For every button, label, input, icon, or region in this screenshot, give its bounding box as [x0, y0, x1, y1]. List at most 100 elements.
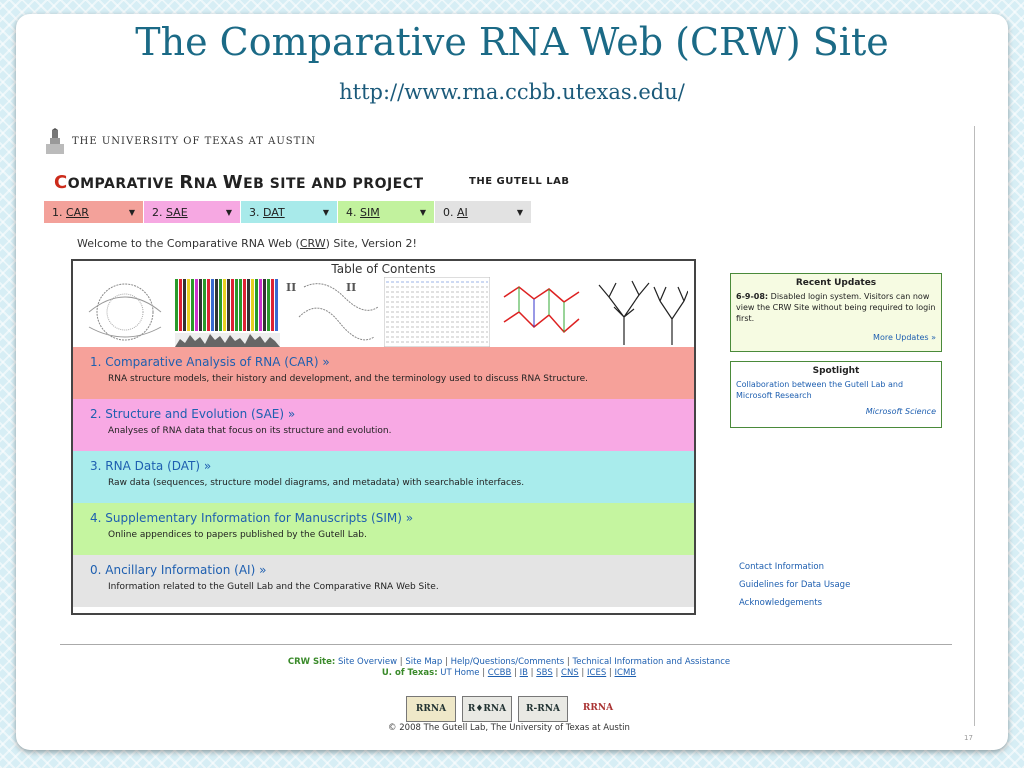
ccbb-link[interactable]: CCBB	[487, 668, 512, 678]
alignment-column	[227, 279, 230, 331]
website-screenshot: THE UNIVERSITY OF TEXAS AT AUSTIN COMPAR…	[44, 126, 975, 733]
update-text: Disabled login system. Visitors can now …	[736, 292, 936, 323]
table-of-contents: Table of Contents II	[71, 259, 696, 615]
recent-updates-title: Recent Updates	[795, 278, 877, 288]
side-links: Contact Information Guidelines for Data …	[739, 558, 850, 612]
title-part-3: EB SITE AND PROJECT	[243, 176, 424, 192]
toc-section-description: Information related to the Gutell Lab an…	[108, 582, 439, 592]
spotlight-title: Spotlight	[812, 366, 860, 376]
nav-label: DAT	[263, 205, 285, 219]
toc-section-heading[interactable]: 4. Supplementary Information for Manuscr…	[90, 511, 414, 525]
nav-dat[interactable]: 3. DAT▼	[241, 201, 338, 223]
title-letter-w: W	[222, 172, 244, 193]
nav-sim[interactable]: 4. SIM ▼	[338, 201, 435, 223]
toc-section-heading[interactable]: 3. RNA Data (DAT) »	[90, 459, 212, 473]
rrna-plate-badge[interactable]: RRNA	[406, 696, 456, 722]
slide: The Comparative RNA Web (CRW) Site http:…	[16, 14, 1008, 750]
toc-title: Table of Contents	[331, 262, 436, 276]
update-date: 6-9-08:	[736, 292, 769, 301]
dropdown-arrow-icon: ▼	[225, 207, 232, 217]
welcome-pre: Welcome to the Comparative RNA Web (	[77, 237, 300, 250]
footer-divider	[60, 644, 952, 645]
alignment-column	[175, 279, 178, 331]
nav-ai[interactable]: 0. AI▼	[435, 201, 532, 223]
secondary-structure-image[interactable]: II II	[284, 277, 380, 347]
alignment-column	[199, 279, 202, 331]
toc-section-sim[interactable]: 4. Supplementary Information for Manuscr…	[73, 503, 694, 555]
nav-sae[interactable]: 2. SAE ▼	[144, 201, 241, 223]
toc-section-description: Analyses of RNA data that focus on its s…	[108, 426, 392, 436]
help-link[interactable]: Help/Questions/Comments	[450, 657, 565, 667]
toc-section-heading[interactable]: 0. Ancillary Information (AI) »	[90, 563, 267, 577]
dropdown-arrow-icon: ▼	[322, 207, 329, 217]
rna-network-image[interactable]	[494, 277, 590, 347]
alignment-column	[179, 279, 182, 331]
toc-section-ai[interactable]: 0. Ancillary Information (AI) » Informat…	[73, 555, 694, 607]
toc-section-dat[interactable]: 3. RNA Data (DAT) » Raw data (sequences,…	[73, 451, 694, 503]
alignment-column	[243, 279, 246, 331]
more-updates-link[interactable]: More Updates »	[873, 333, 936, 342]
site-overview-link[interactable]: Site Overview	[337, 657, 398, 667]
recent-updates-box: Recent Updates 6-9-08: Disabled login sy…	[730, 273, 942, 352]
ut-tower-icon	[46, 128, 64, 154]
alignment-column	[223, 279, 226, 331]
ib-link[interactable]: IB	[519, 668, 528, 678]
rrna-plate-badge[interactable]: R♦RNA	[462, 696, 512, 722]
data-usage-guidelines-link[interactable]: Guidelines for Data Usage	[739, 580, 851, 590]
sbs-link[interactable]: SBS	[536, 668, 553, 678]
acknowledgements-link[interactable]: Acknowledgements	[739, 598, 823, 608]
nav-num: 2.	[152, 205, 163, 219]
site-title[interactable]: COMPARATIVE RNA WEB SITE AND PROJECT	[54, 172, 424, 193]
toc-section-sae[interactable]: 2. Structure and Evolution (SAE) » Analy…	[73, 399, 694, 451]
phylogenetic-tree-image[interactable]	[594, 277, 688, 347]
alignment-column	[231, 279, 234, 331]
alignment-column	[195, 279, 198, 331]
nav-label: CAR	[66, 205, 89, 219]
recent-updates-body: 6-9-08: Disabled login system. Visitors …	[731, 288, 941, 324]
alignment-column	[275, 279, 278, 331]
license-plate-badges: RRNA R♦RNA R-RNA RRNA	[406, 696, 622, 722]
data-table-image[interactable]	[384, 277, 490, 347]
icmb-link[interactable]: ICMB	[614, 668, 637, 678]
rrna-plate-badge[interactable]: R-RNA	[518, 696, 568, 722]
technical-info-link[interactable]: Technical Information and Assistance	[572, 657, 731, 667]
copyright: © 2008 The Gutell Lab, The University of…	[388, 723, 630, 733]
slide-url[interactable]: http://www.rna.ccbb.utexas.edu/	[339, 80, 685, 104]
nav-label: SAE	[166, 205, 188, 219]
image-label: II	[286, 281, 296, 294]
dropdown-arrow-icon: ▼	[419, 207, 426, 217]
rna-circle-diagram-image[interactable]	[79, 277, 171, 347]
university-name[interactable]: THE UNIVERSITY OF TEXAS AT AUSTIN	[72, 135, 316, 147]
alignment-column	[267, 279, 270, 331]
rrna-plate-badge[interactable]: RRNA	[574, 696, 622, 720]
crw-link[interactable]: CRW	[299, 237, 326, 250]
ut-home-link[interactable]: UT Home	[440, 668, 480, 678]
toc-section-heading[interactable]: 2. Structure and Evolution (SAE) »	[90, 407, 296, 421]
slide-title: The Comparative RNA Web (CRW) Site	[135, 20, 889, 64]
alignment-column	[235, 279, 238, 331]
alignment-column	[251, 279, 254, 331]
contact-information-link[interactable]: Contact Information	[739, 562, 824, 572]
cns-link[interactable]: CNS	[561, 668, 579, 678]
gutell-lab-link[interactable]: THE GUTELL LAB	[469, 176, 570, 187]
nav-label: SIM	[360, 205, 380, 219]
spotlight-link[interactable]: Collaboration between the Gutell Lab and…	[736, 380, 904, 400]
nav-num: 4.	[346, 205, 357, 219]
title-part-1: OMPARATIVE	[67, 176, 180, 192]
alignment-column	[215, 279, 218, 331]
nav-car[interactable]: 1. CAR▼	[44, 201, 144, 223]
alignment-image[interactable]	[175, 277, 280, 347]
title-part-2: NA	[193, 176, 223, 192]
crw-site-label: CRW Site:	[287, 657, 336, 667]
site-map-link[interactable]: Site Map	[405, 657, 443, 667]
toc-image-strip: II II	[73, 277, 694, 347]
toc-section-car[interactable]: 1. Comparative Analysis of RNA (CAR) » R…	[73, 347, 694, 399]
crw-site-links: CRW Site: Site Overview | Site Map | Hel…	[287, 657, 731, 667]
dropdown-arrow-icon: ▼	[516, 207, 523, 217]
dropdown-arrow-icon: ▼	[128, 207, 135, 217]
toc-section-heading[interactable]: 1. Comparative Analysis of RNA (CAR) »	[90, 355, 330, 369]
title-letter-c: C	[54, 172, 68, 193]
microsoft-science-link[interactable]: Microsoft Science	[865, 407, 936, 416]
ices-link[interactable]: ICES	[587, 668, 607, 678]
page-number: 17	[964, 734, 973, 742]
